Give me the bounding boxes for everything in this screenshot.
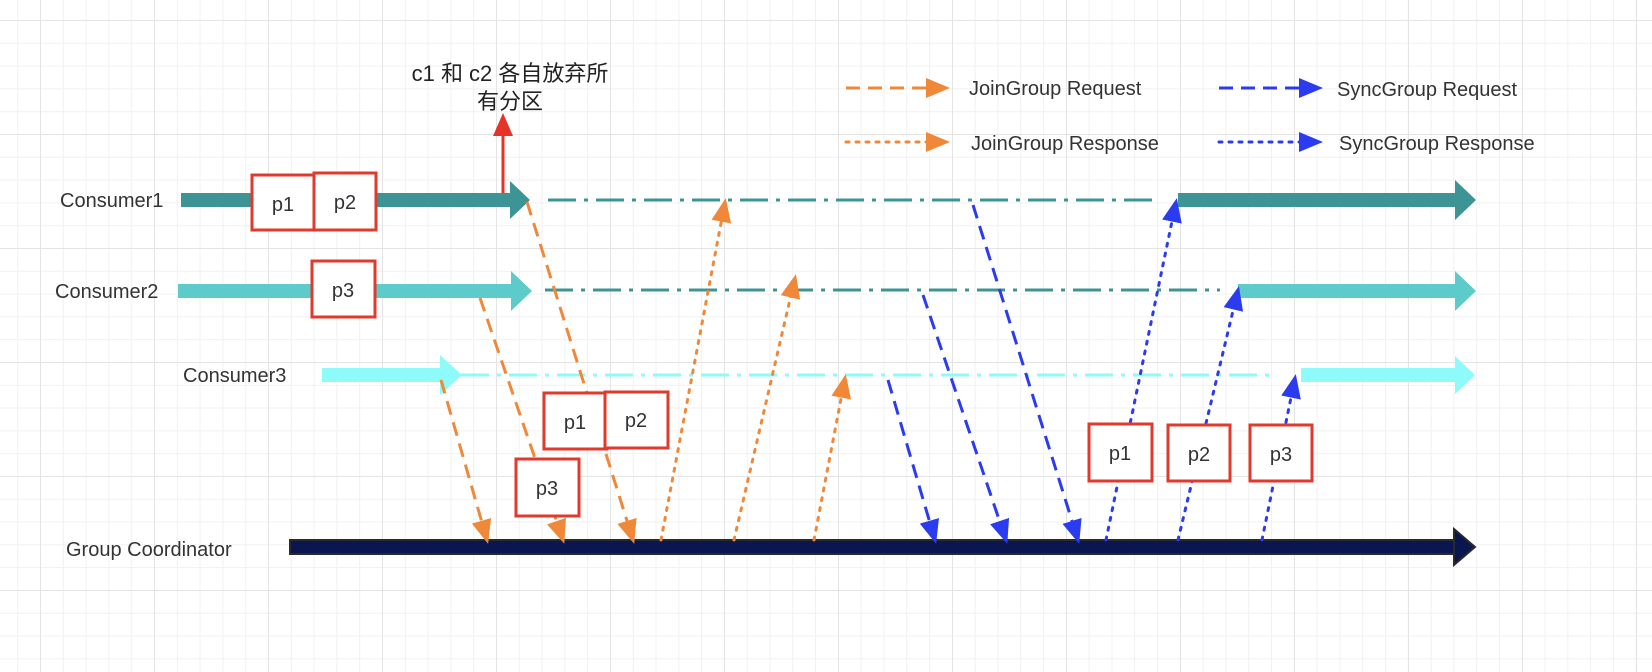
legend: JoinGroup Request JoinGroup Response Syn… — [844, 78, 1535, 155]
lane-label-consumer3: Consumer3 — [183, 365, 286, 387]
partition-box-mid-p1 — [542, 391, 609, 451]
partition-label-c1-p1: p1 — [272, 194, 294, 216]
partition-boxes — [250, 171, 1314, 518]
legend-item-sync-response: SyncGroup Response — [1217, 132, 1535, 155]
legend-item-join-request: JoinGroup Request — [846, 78, 1142, 100]
note-text-line2: 有分区 — [477, 89, 543, 114]
partition-label-sync-p3: p3 — [1270, 444, 1292, 466]
join-request-consumer1 — [525, 201, 637, 544]
legend-item-join-response: JoinGroup Response — [844, 132, 1159, 155]
partition-label-mid-p1: p1 — [564, 412, 586, 434]
partition-label-mid-p3: p3 — [536, 478, 558, 500]
partition-label-sync-p2: p2 — [1188, 444, 1210, 466]
partition-label-mid-p2: p2 — [625, 410, 647, 432]
coordinator-lane — [289, 526, 1477, 568]
partition-box-mid-p2 — [603, 390, 670, 450]
legend-item-sync-request: SyncGroup Request — [1219, 78, 1518, 101]
joingroup-responses — [659, 198, 852, 542]
legend-label-join-request: JoinGroup Request — [969, 78, 1142, 100]
note-text-line1: c1 和 c2 各自放弃所 — [412, 61, 609, 86]
partition-box-sync-p3 — [1248, 423, 1314, 483]
join-response-consumer2 — [732, 274, 801, 542]
join-response-consumer3 — [812, 374, 852, 542]
sync-response-consumer1 — [1104, 198, 1182, 542]
legend-label-sync-request: SyncGroup Request — [1337, 79, 1518, 101]
partition-box-c1-p2 — [312, 171, 378, 232]
partition-box-mid-p3 — [514, 457, 581, 518]
lane-label-consumer1: Consumer1 — [60, 190, 163, 212]
syncgroup-requests — [886, 204, 1082, 544]
partition-box-c2-p3 — [310, 259, 377, 319]
note-arrow-head — [493, 113, 513, 136]
sync-response-consumer2 — [1176, 286, 1244, 542]
consumer3-lane — [322, 355, 1475, 395]
partition-labels: p1 p2 p3 p1 p2 p3 p1 p2 p3 — [272, 192, 1292, 500]
partition-label-c1-p2: p2 — [334, 192, 356, 214]
partition-box-sync-p2 — [1166, 423, 1232, 483]
sync-request-consumer1 — [971, 204, 1082, 544]
partition-box-c1-p1 — [250, 173, 316, 232]
partition-label-c2-p3: p3 — [332, 280, 354, 302]
partition-label-sync-p1: p1 — [1109, 443, 1131, 465]
sync-request-consumer2 — [921, 294, 1010, 544]
lane-label-group-coordinator: Group Coordinator — [66, 539, 232, 561]
sync-request-consumer3 — [886, 379, 939, 544]
syncgroup-responses — [1104, 198, 1301, 542]
join-request-consumer3 — [439, 379, 492, 544]
legend-label-sync-response: SyncGroup Response — [1339, 133, 1535, 155]
partition-box-sync-p1 — [1087, 422, 1154, 483]
joingroup-requests — [439, 201, 637, 544]
lane-label-consumer2: Consumer2 — [55, 281, 158, 303]
join-response-consumer1 — [659, 198, 732, 542]
legend-label-join-response: JoinGroup Response — [971, 133, 1159, 155]
